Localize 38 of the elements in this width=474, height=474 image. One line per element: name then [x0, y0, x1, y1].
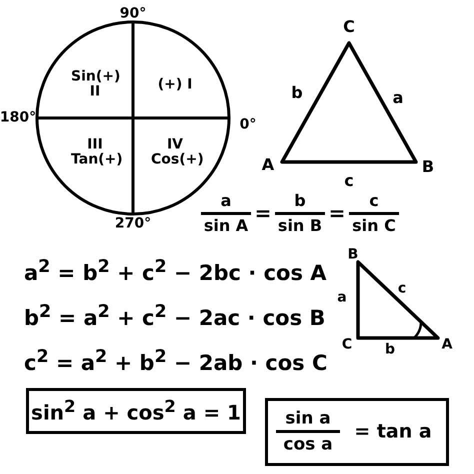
- formula-box: [26, 388, 246, 434]
- denominator: sin A: [204, 217, 248, 235]
- numerator: a: [220, 192, 232, 210]
- angle-label: 270°: [114, 216, 152, 232]
- side-label: c: [398, 281, 406, 297]
- side-label: a: [337, 290, 347, 306]
- denominator: cos a: [283, 436, 333, 454]
- equals-sign: =: [254, 202, 272, 224]
- denominator: sin B: [278, 217, 322, 235]
- side-label: B: [348, 247, 358, 263]
- side-label: a: [392, 89, 404, 107]
- side-label: b: [384, 342, 396, 358]
- quadrant-label: Sin(+) II: [71, 70, 119, 100]
- numerator: b: [294, 192, 306, 210]
- angle-label: 0°: [240, 117, 256, 133]
- numerator: c: [369, 192, 379, 210]
- numerator: sin a: [285, 410, 331, 428]
- quadrant-label: III Tan(+): [71, 138, 119, 168]
- formula-text: b$^{2}$ = a$^{2}$ + c$^{2}$ − 2ac · cos B: [24, 303, 326, 330]
- formula-box: [265, 398, 449, 466]
- quadrant-label: (+) I: [156, 77, 194, 93]
- side-label: C: [342, 337, 352, 353]
- formula-text: sin$^{2}$ a + cos$^{2}$ a = 1: [31, 397, 241, 425]
- side-label: b: [291, 84, 303, 102]
- side-label: c: [344, 172, 354, 190]
- angle-label: 180°: [0, 110, 36, 126]
- formula-text: c$^{2}$ = a$^{2}$ + b$^{2}$ − 2ab · cos C: [24, 348, 328, 376]
- side-label: A: [442, 337, 452, 353]
- equals-sign: =: [328, 202, 346, 224]
- formula-text: a$^{2}$ = b$^{2}$ + c$^{2}$ − 2bc · cos A: [24, 258, 327, 286]
- right-triangle-drawing: [356, 260, 440, 340]
- angle-label: 90°: [120, 6, 146, 22]
- side-label: A: [262, 156, 274, 174]
- side-label: C: [343, 18, 355, 36]
- side-label: B: [422, 158, 434, 176]
- triangle-drawing: [280, 40, 420, 164]
- formula-text: = tan a: [354, 422, 432, 442]
- denominator: sin C: [352, 217, 396, 235]
